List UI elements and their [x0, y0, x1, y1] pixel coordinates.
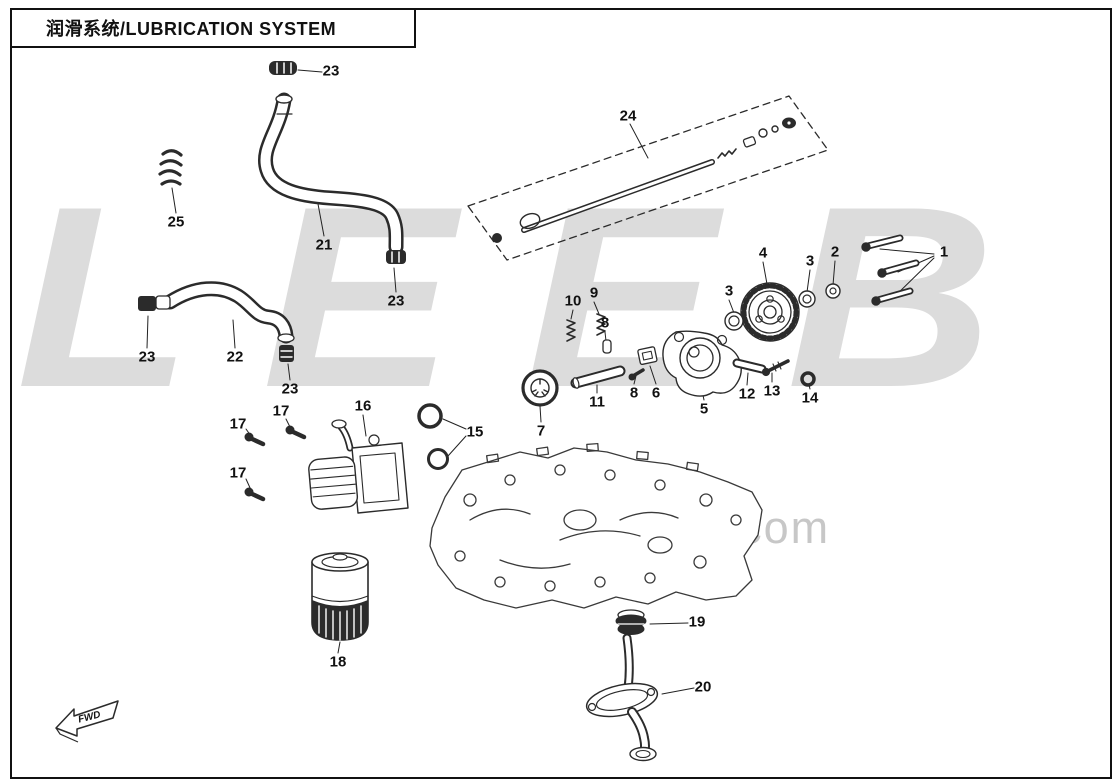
part-number-label: 23	[138, 348, 156, 366]
part-number-label: 23	[322, 62, 340, 80]
part-number-label: 19	[688, 613, 706, 631]
part-number-label: 23	[387, 292, 405, 310]
hose-21-drawing	[258, 92, 404, 255]
part-number-label: 25	[167, 213, 185, 231]
part-number-label: 5	[699, 400, 709, 418]
title-box: 润滑系统/LUBRICATION SYSTEM	[10, 8, 416, 48]
part-number-label: 6	[651, 384, 661, 402]
part-number-label: 9	[589, 284, 599, 302]
part-number-label: 13	[763, 382, 781, 400]
part-number-label: 17	[272, 402, 290, 420]
part-number-label: 17	[229, 415, 247, 433]
dipstick-24-drawing	[467, 95, 829, 261]
part-number-label: 3	[724, 282, 734, 300]
oil-cooler-16-drawing	[244, 419, 409, 514]
part-number-label: 1	[939, 243, 949, 261]
oil-pump-group-drawing	[521, 234, 920, 407]
part-number-label: 14	[801, 389, 819, 407]
spring-clip-25-drawing	[158, 149, 183, 186]
part-number-label: 18	[329, 653, 347, 671]
crankcase-drawing	[429, 442, 763, 609]
part-number-label: 2	[830, 243, 840, 261]
part-number-label: 21	[315, 236, 333, 254]
part-number-label: 12	[738, 385, 756, 403]
part-number-label: 16	[354, 397, 372, 415]
oil-pickup-20-drawing	[585, 633, 659, 762]
part-number-label: 3	[805, 252, 815, 270]
part-number-label: 20	[694, 678, 712, 696]
part-number-label: 8	[600, 314, 610, 332]
part-number-label: 22	[226, 348, 244, 366]
hose-22-drawing	[138, 281, 295, 362]
part-number-label: 7	[536, 422, 546, 440]
page-title: 润滑系统/LUBRICATION SYSTEM	[46, 19, 337, 39]
grommet-23-top-drawing	[269, 61, 297, 75]
part-number-label: 15	[466, 423, 484, 441]
fwd-arrow-icon	[55, 700, 119, 743]
part-number-label: 11	[589, 393, 605, 411]
fitting-23-drawing	[386, 250, 406, 264]
part-number-label: 4	[758, 244, 768, 262]
fwd-indicator: FWD	[52, 696, 132, 748]
part-number-label: 8	[629, 384, 639, 402]
part-number-label: 24	[619, 107, 637, 125]
part-number-label: 17	[229, 464, 247, 482]
o-rings-15-drawing	[417, 403, 449, 470]
oil-filter-18-drawing	[311, 552, 369, 641]
part-number-label: 23	[281, 380, 299, 398]
part-number-label: 10	[564, 292, 582, 310]
grommet-19-drawing	[615, 609, 647, 635]
